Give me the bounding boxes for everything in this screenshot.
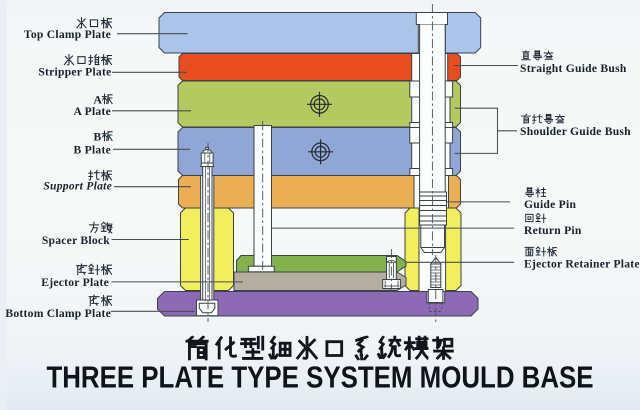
svg-text:Top Clamp Plate: Top Clamp Plate	[24, 28, 111, 41]
svg-text:Shoulder Guide Bush: Shoulder Guide Bush	[520, 125, 631, 138]
svg-text:B Plate: B Plate	[74, 143, 112, 156]
svg-text:A: A	[94, 94, 103, 107]
svg-text:Return Pin: Return Pin	[524, 224, 582, 237]
svg-text:Ejector Plate: Ejector Plate	[41, 276, 109, 289]
svg-text:B: B	[94, 131, 102, 144]
svg-text:Ejector Retainer Plate: Ejector Retainer Plate	[524, 257, 640, 270]
svg-text:THREE PLATE TYPE SYSTEM MOULD: THREE PLATE TYPE SYSTEM MOULD BASE	[46, 361, 593, 394]
svg-text:Support Plate: Support Plate	[43, 180, 112, 193]
svg-text:Spacer Block: Spacer Block	[42, 234, 110, 247]
svg-text:Bottom Clamp Plate: Bottom Clamp Plate	[5, 307, 111, 320]
svg-text:A Plate: A Plate	[74, 105, 112, 118]
svg-text:Straight Guide Bush: Straight Guide Bush	[520, 62, 627, 75]
svg-text:Guide Pin: Guide Pin	[524, 198, 576, 211]
svg-text:Stripper Plate: Stripper Plate	[38, 66, 111, 79]
